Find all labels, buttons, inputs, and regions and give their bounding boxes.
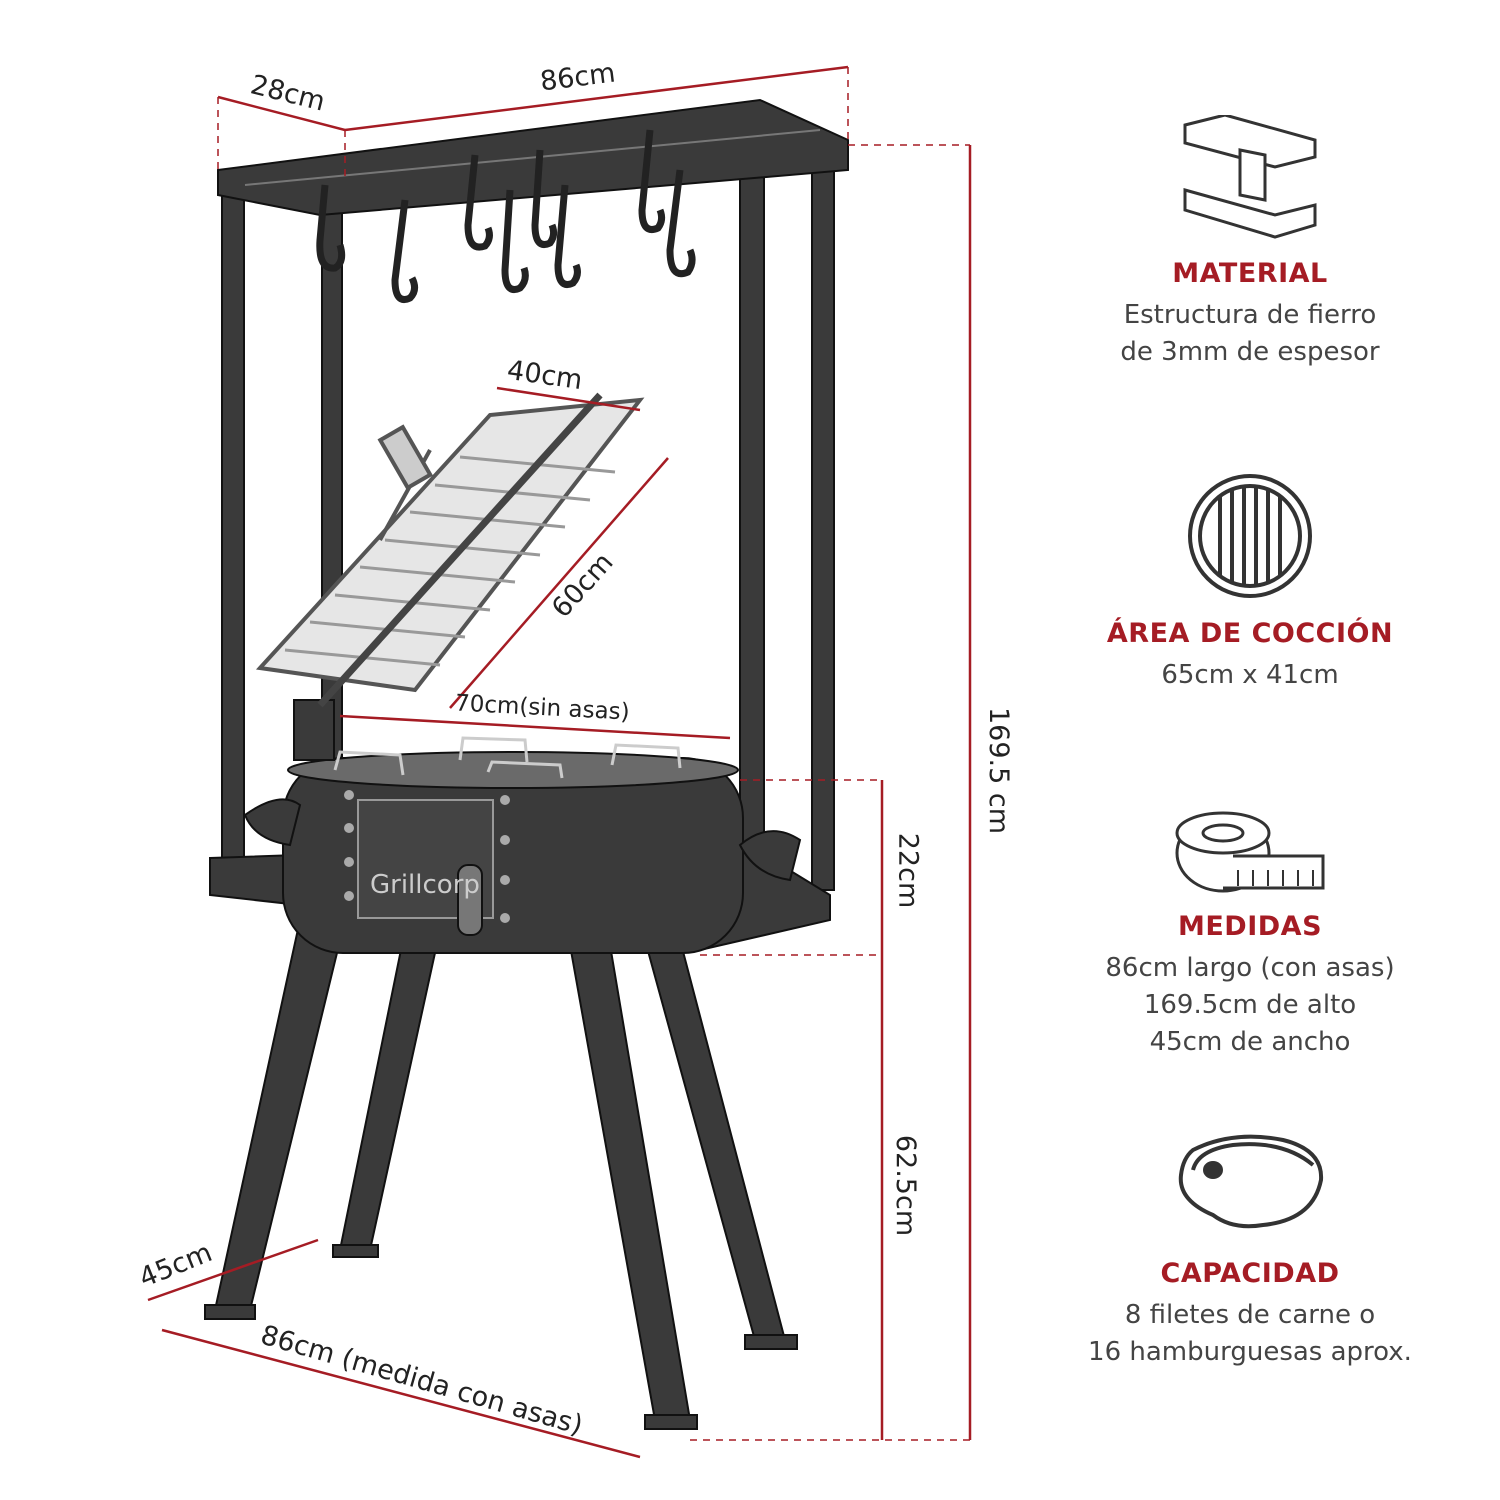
dim-box-height: 22cm xyxy=(892,832,924,909)
steak-icon xyxy=(1178,1134,1323,1229)
feature-title: CAPACIDAD xyxy=(1160,1258,1340,1289)
steel-beam-icon xyxy=(1183,115,1317,239)
feature-measures: MEDIDAS 86cm largo (con asas)169.5cm de … xyxy=(1060,808,1440,1061)
feature-title: MATERIAL xyxy=(1172,258,1328,289)
feature-title: ÁREA DE COCCIÓN xyxy=(1106,618,1394,649)
feature-cooking-area: ÁREA DE COCCIÓN 65cm x 41cm xyxy=(1060,472,1440,694)
leg-back-left xyxy=(338,929,442,1251)
brand-logo: Grillcorp xyxy=(370,870,480,900)
dim-leg-height: 62.5cm xyxy=(890,1134,922,1237)
measuring-tape-icon xyxy=(1175,811,1324,893)
feature-title: MEDIDAS xyxy=(1177,911,1323,942)
grill-grate-icon xyxy=(1188,474,1312,598)
feature-text: 65cm x 41cm xyxy=(1161,660,1339,690)
leg-front-left xyxy=(213,919,347,1311)
grill-rack xyxy=(255,392,645,708)
dim-total-height: 169.5 cm xyxy=(983,706,1015,835)
